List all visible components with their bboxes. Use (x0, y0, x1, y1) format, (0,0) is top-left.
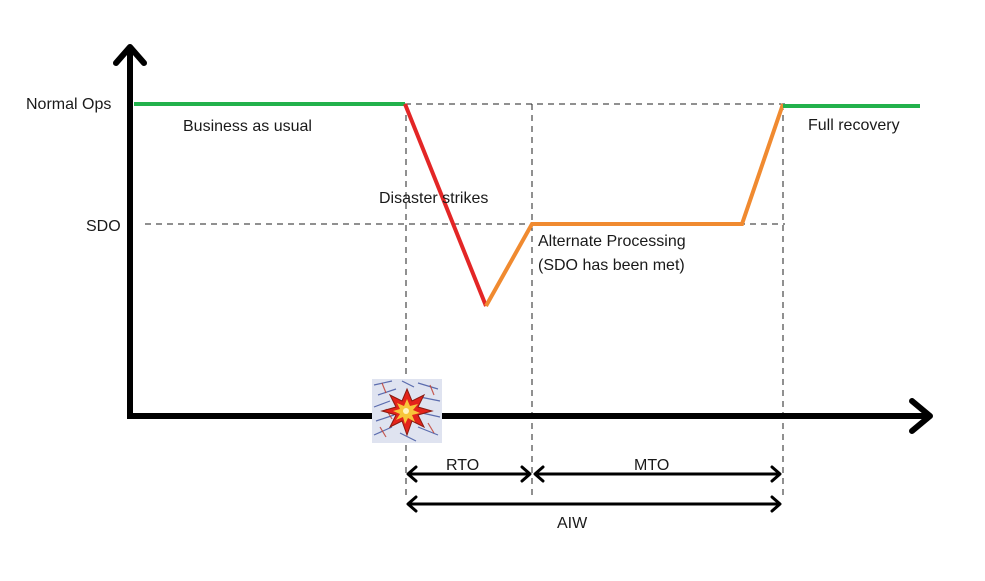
rto-label: RTO (446, 457, 479, 474)
disaster-strikes-label: Disaster strikes (379, 190, 488, 207)
disaster-drop-segment (403, 103, 488, 307)
mto-dimension (533, 465, 782, 483)
rto-arrow-left-head (406, 465, 418, 483)
y-axis-arrowhead (113, 44, 147, 66)
sdo-met-label: (SDO has been met) (538, 257, 685, 274)
axes (113, 44, 933, 434)
guide-lines (145, 103, 785, 500)
business-as-usual-label: Business as usual (183, 118, 312, 135)
mto-arrow-left-head (533, 465, 545, 483)
full-recovery-label: Full recovery (808, 117, 900, 134)
rto-arrow-right-head (520, 465, 532, 483)
sdo-label: SDO (86, 218, 121, 235)
mto-arrow-right-head (770, 465, 782, 483)
aiw-dimension (406, 495, 782, 513)
recovery-segment (484, 103, 785, 307)
aiw-arrow-left-head (406, 495, 418, 513)
aiw-label: AIW (557, 515, 588, 532)
rto-dimension (406, 465, 532, 483)
x-axis-arrowhead (909, 398, 933, 434)
alternate-processing-label: Alternate Processing (538, 233, 686, 250)
aiw-arrow-right-head (770, 495, 782, 513)
operations-level-line (134, 102, 920, 307)
mto-label: MTO (634, 457, 669, 474)
explosion-icon (372, 379, 442, 443)
normal-ops-label: Normal Ops (26, 96, 111, 113)
